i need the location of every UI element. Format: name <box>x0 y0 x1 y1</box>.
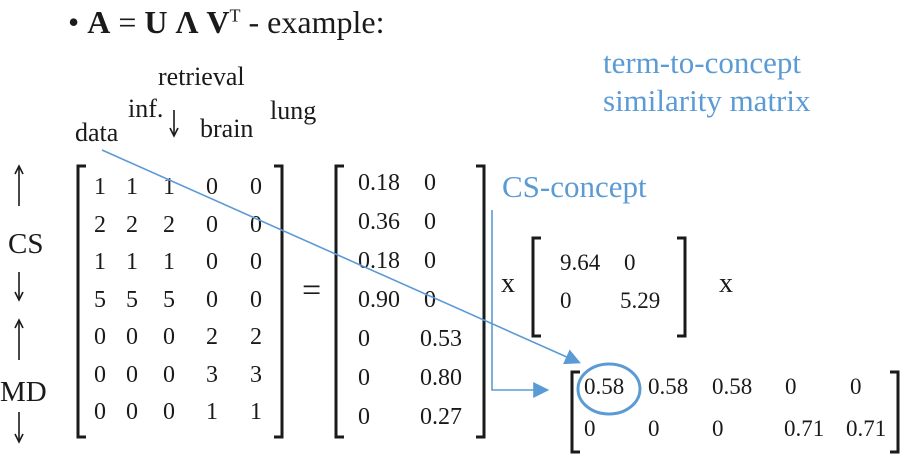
matrix-A-cell: 0 <box>126 399 138 425</box>
matrix-A-cell: 0 <box>94 324 106 350</box>
matrix-U-cell: 0.80 <box>420 365 462 391</box>
term-concept-annotation: term-to-concept similarity matrix <box>603 44 811 120</box>
column-header-lung: lung <box>270 96 317 125</box>
matrix-A-cell: 0 <box>206 211 218 238</box>
matrix-U-cell: 0.18 <box>358 170 400 196</box>
matrix-A-cell: 5 <box>126 286 138 313</box>
matrix-A-cell: 0 <box>126 324 138 350</box>
matrix-U-cell: 0 <box>358 404 370 430</box>
bracket-A-left <box>76 164 86 439</box>
matrix-A-cell: 5 <box>94 286 106 313</box>
highlight-circle <box>576 362 642 416</box>
matrix-A-cell: 1 <box>126 174 138 200</box>
matrix-VT-cell: 0 <box>584 416 596 441</box>
matrix-U-cell: 0 <box>424 287 436 313</box>
matrix-U-cell: 0.36 <box>358 209 400 235</box>
matrix-A-cell: 1 <box>94 249 106 275</box>
bracket-U-right <box>476 164 486 439</box>
matrix-U-cell: 0.90 <box>358 287 400 313</box>
matrix-A-cell: 2 <box>206 324 218 350</box>
matrix-U-cell: 0.53 <box>420 326 462 352</box>
bracket-U-left <box>334 164 344 439</box>
bracket-lambda-left <box>531 236 541 338</box>
matrix-A-cell: 1 <box>163 249 175 275</box>
matrix-A-symbol: A <box>87 4 111 40</box>
matrix-U-cell: 0 <box>424 248 436 274</box>
matrix-lambda-cell: 9.64 <box>560 250 601 275</box>
matrix-A-cell: 3 <box>206 361 218 388</box>
matrix-VT-cell: 0.58 <box>648 374 689 399</box>
matrix-A-cell: 0 <box>126 361 138 388</box>
column-header-inf: inf. <box>128 94 164 123</box>
matrix-VT-cell: 0 <box>785 374 797 399</box>
matrix-A-cell: 0 <box>163 399 175 425</box>
matrix-VT-cell: 0 <box>712 416 724 441</box>
matrix-V-symbol: V <box>206 4 230 40</box>
matrix-lambda-cell: 0 <box>624 250 636 275</box>
matrix-A-cell: 1 <box>94 174 106 200</box>
term-concept-line1: term-to-concept <box>603 45 801 80</box>
term-concept-line2: similarity matrix <box>603 83 811 118</box>
matrix-A-cell: 0 <box>250 174 262 200</box>
matrix-U-symbol: U <box>144 4 168 40</box>
matrix-U-cell: 0 <box>358 326 370 352</box>
matrix-VT-cell: 0 <box>648 416 660 441</box>
matrix-A-cell: 0 <box>163 324 175 350</box>
matrix-U-cell: 0 <box>358 365 370 391</box>
matrix-VT-cell: 0.58 <box>584 374 625 399</box>
matrix-A-cell: 1 <box>126 249 138 275</box>
equals-sign: = <box>118 4 137 40</box>
matrix-lambda-cell: 5.29 <box>620 288 661 313</box>
matrix-U-cell: 0.27 <box>420 404 462 430</box>
matrix-A-cell: 1 <box>206 399 218 425</box>
matrix-VT-cell: 0.71 <box>846 416 887 441</box>
matrix-lambda-symbol: Λ <box>175 4 199 40</box>
heading-text: - example: <box>248 4 385 40</box>
bracket-lambda-right <box>677 236 687 338</box>
matrix-VT-cell: 0.71 <box>784 416 825 441</box>
bracket-VT-left <box>570 370 580 454</box>
matrix-A-cell: 2 <box>126 211 138 238</box>
matrix-A-cell: 0 <box>250 249 262 275</box>
transpose-superscript: T <box>229 5 241 26</box>
matrix-A-cell: 0 <box>163 361 175 388</box>
matrix-A-cell: 2 <box>94 211 106 238</box>
matrix-A-cell: 0 <box>206 174 218 200</box>
column-header-retrieval: retrieval <box>158 62 245 91</box>
matrix-A-cell: 0 <box>206 286 218 313</box>
matrix-U-cell: 0.18 <box>358 248 400 274</box>
matrix-VT-cell: 0.58 <box>712 374 753 399</box>
matrix-VT-cell: 0 <box>850 374 862 399</box>
bullet: • <box>68 4 80 40</box>
bracket-VT-right <box>890 370 900 454</box>
times-operator-1: x <box>501 268 515 299</box>
row-group-md-label: MD <box>0 376 47 408</box>
matrix-lambda-cell: 0 <box>560 288 572 313</box>
matrix-U-cell: 0 <box>424 170 436 196</box>
slide-heading: • A = U Λ VT - example: <box>68 4 384 41</box>
matrix-A-cell: 2 <box>163 211 175 238</box>
times-operator-2: x <box>719 268 733 299</box>
matrix-A-cell: 0 <box>94 399 106 425</box>
matrix-U-cell: 0 <box>424 209 436 235</box>
matrix-A-cell: 0 <box>94 361 106 388</box>
matrix-A-cell: 0 <box>250 286 262 313</box>
column-header-data: data <box>75 118 119 147</box>
column-header-brain: brain <box>200 114 254 143</box>
matrix-A-cell: 5 <box>163 286 175 313</box>
matrix-A-cell: 0 <box>206 249 218 275</box>
bracket-A-right <box>274 164 284 439</box>
matrix-A-cell: 1 <box>250 399 262 425</box>
matrix-A-cell: 3 <box>250 361 262 388</box>
cs-concept-annotation: CS-concept <box>502 169 647 204</box>
matrix-A-cell: 2 <box>250 324 262 350</box>
equals-operator: = <box>302 272 322 309</box>
row-group-cs-label: CS <box>8 228 44 260</box>
